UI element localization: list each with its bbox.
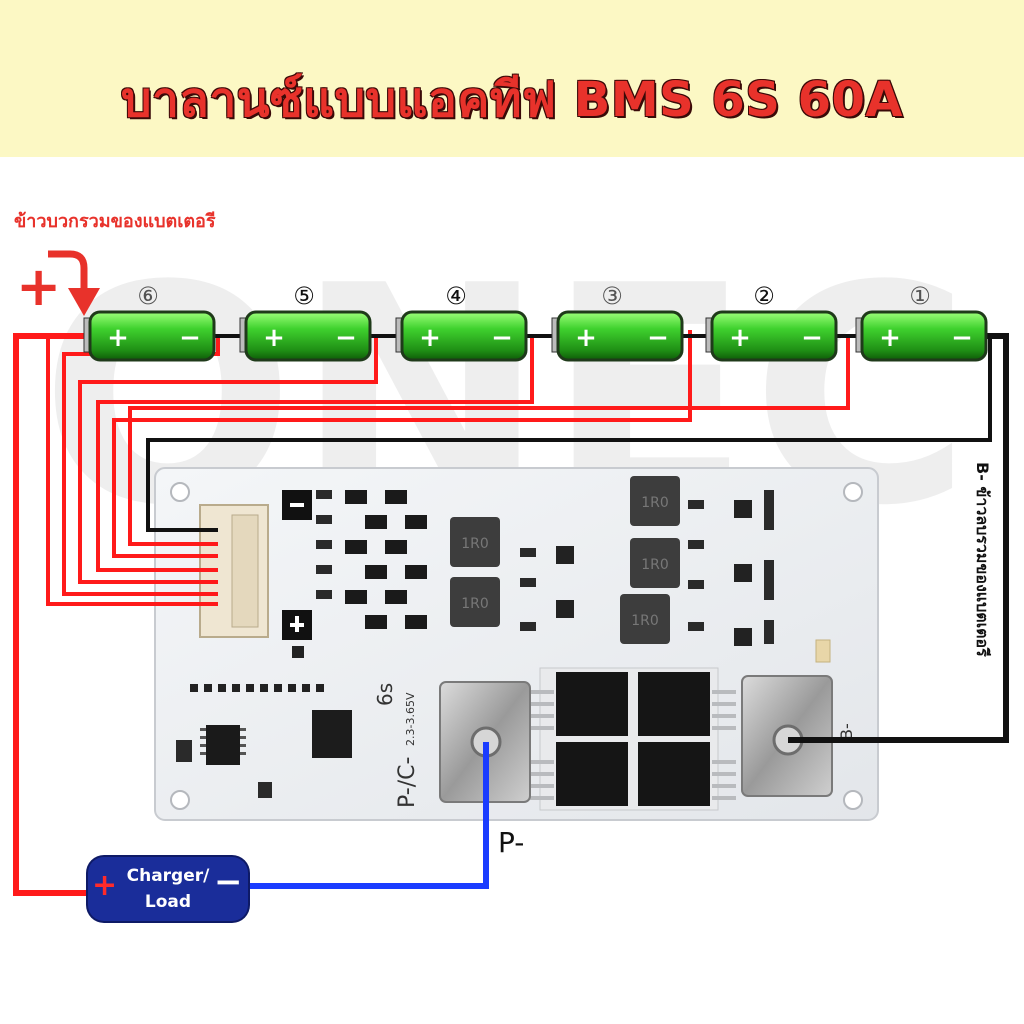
cell-number-1: ① (909, 282, 931, 310)
load-label-line2: Load (144, 892, 192, 912)
charger-load-label: Charger/ Load (112, 863, 224, 915)
negative-wires (146, 333, 1009, 743)
battery-cell-6: + − (83, 310, 216, 362)
main-negative-wire (788, 333, 1009, 743)
pad (815, 639, 831, 663)
cell-plus-sign: + (729, 323, 751, 353)
balance-wire-3 (96, 336, 534, 572)
cell-number-4: ④ (445, 282, 467, 310)
load-minus-sign: − (214, 862, 243, 902)
cell-minus-sign: − (647, 323, 669, 353)
battery-cell-1: + − (855, 310, 988, 362)
mount-hole (170, 790, 190, 810)
arrow-down-icon (48, 250, 88, 290)
p-minus-label: P- (498, 826, 525, 859)
mount-hole (170, 482, 190, 502)
charger-load-box: + Charger/ Load − (88, 857, 248, 921)
page-title: บาลานซ์แบบแอคทีฟ BMS 6S 60A (120, 72, 904, 128)
balance-wire-5 (62, 336, 220, 596)
inductor: 1R0 (620, 594, 670, 644)
pcb-6s-label: 6s (373, 683, 397, 706)
connector-housing (231, 514, 259, 628)
cell-plus-sign: + (263, 323, 285, 353)
battery-cell-5: + − (239, 310, 372, 362)
inductor: 1R0 (450, 517, 500, 567)
pcb-b-label: B- (837, 723, 856, 740)
cell-minus-sign: − (335, 323, 357, 353)
control-ic (206, 725, 240, 765)
diode (312, 710, 352, 758)
load-label-line1: Charger/ (126, 866, 210, 886)
pad-row (190, 684, 324, 692)
plus-icon (295, 616, 299, 632)
pcb-voltage-label: 2.3-3.65V (404, 692, 417, 746)
balance-wire-4 (78, 336, 378, 584)
ic-pins (200, 728, 246, 755)
b-minus-label: B- ข้าวลบรวมของแบตเตอรี (973, 462, 992, 657)
terminal-b-minus (741, 675, 833, 797)
cell-minus-sign: − (801, 323, 823, 353)
cell-minus-sign: − (179, 323, 201, 353)
balance-wire-6 (46, 334, 218, 606)
minus-icon (290, 503, 304, 507)
arrow-head-icon (68, 288, 100, 316)
cell-number-3: ③ (601, 282, 623, 310)
inductor: 1R0 (630, 538, 680, 588)
resistor-array (345, 490, 427, 629)
inductor-label: 1R0 (641, 557, 669, 573)
cell-plus-sign: + (879, 323, 901, 353)
balance-wire-1 (128, 336, 850, 546)
balance-wires (13, 330, 850, 896)
cell-minus-sign: − (491, 323, 513, 353)
mount-hole (843, 790, 863, 810)
cell-plus-sign: + (419, 323, 441, 353)
pcb-pc-label: P-/C- (395, 757, 420, 808)
inductor-label: 1R0 (641, 495, 669, 511)
inductor-label: 1R0 (461, 596, 489, 612)
load-plus-sign: + (92, 868, 118, 903)
mosfet-array (530, 667, 736, 811)
battery-cell-2: + − (705, 310, 838, 362)
cell-plus-sign: + (107, 323, 129, 353)
battery-plus-symbol: + (16, 255, 62, 318)
inductor-label: 1R0 (461, 536, 489, 552)
cell-number-5: ⑤ (293, 282, 315, 310)
cell-plus-sign: + (575, 323, 597, 353)
inductor-label: 1R0 (631, 613, 659, 629)
ic-chips (292, 500, 752, 658)
inductor: 1R0 (630, 476, 680, 526)
p-minus-wire (246, 742, 489, 889)
small-components (176, 490, 774, 798)
battery-cell-3: + − (551, 310, 684, 362)
title-banner (0, 0, 1024, 157)
cell-number-2: ② (753, 282, 775, 310)
mount-hole (843, 482, 863, 502)
cell-number-6: ⑥ (137, 282, 159, 310)
battery-cell-4: + − (395, 310, 528, 362)
inductor: 1R0 (450, 577, 500, 627)
cell-minus-sign: − (951, 323, 973, 353)
battery-plus-label: ข้าวบวกรวมของแบตเตอรี (14, 211, 216, 232)
